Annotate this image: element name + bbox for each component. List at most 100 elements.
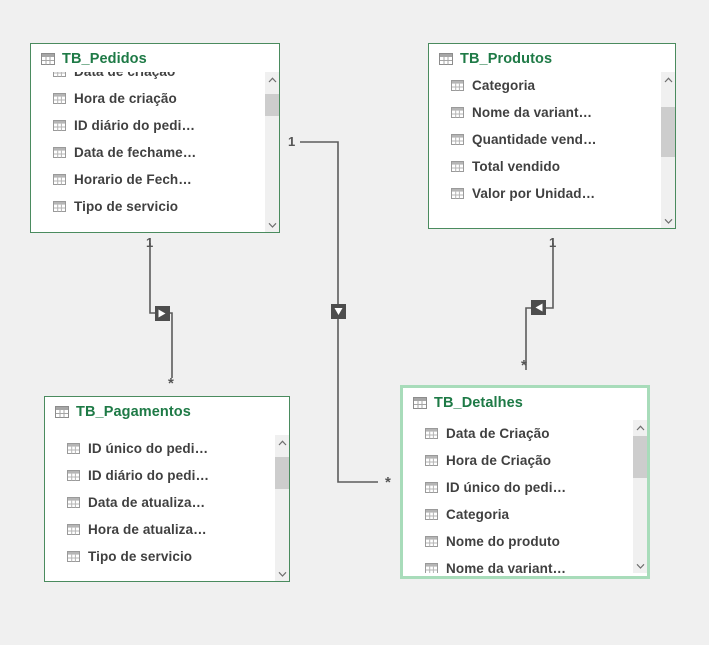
- scroll-down-button[interactable]: [661, 213, 675, 228]
- field-grid-icon: [67, 443, 80, 454]
- field-row[interactable]: Data de Criação: [403, 420, 629, 447]
- chevron-up-icon: [278, 439, 287, 445]
- field-label: Categoria: [472, 78, 536, 93]
- field-label: Horario de Fech…: [74, 172, 192, 187]
- field-row[interactable]: Valor por Unidad…: [429, 180, 659, 207]
- scroll-up-button[interactable]: [633, 420, 647, 435]
- field-row[interactable]: Categoria: [429, 72, 659, 99]
- scroll-up-button[interactable]: [661, 72, 675, 87]
- relationship-line-pedidos-detalhes[interactable]: [300, 141, 378, 483]
- scrollbar-tb-pedidos[interactable]: [264, 72, 279, 232]
- field-grid-icon: [53, 201, 66, 212]
- table-grid-icon: [439, 53, 453, 65]
- field-row[interactable]: Nome da variant…: [403, 555, 629, 573]
- chevron-up-icon: [268, 76, 277, 82]
- field-row[interactable]: Hora de criação: [31, 85, 263, 112]
- field-row[interactable]: Total vendido: [429, 153, 659, 180]
- field-list-viewport-tb-produtos: Categoria Nome da variant…: [429, 72, 659, 228]
- table-header-tb-detalhes[interactable]: TB_Detalhes: [403, 388, 647, 413]
- chevron-up-icon: [636, 424, 645, 430]
- chevron-down-icon: [664, 218, 673, 224]
- field-grid-icon: [53, 174, 66, 185]
- field-label: Data de fechame…: [74, 145, 197, 160]
- table-card-tb-pedidos[interactable]: TB_Pedidos Data de criação: [30, 43, 280, 233]
- relationship-line-pedidos-pagamentos[interactable]: [149, 243, 173, 378]
- scroll-up-button[interactable]: [275, 435, 289, 450]
- field-label: Nome da variant…: [472, 105, 593, 120]
- scrollbar-thumb[interactable]: [275, 457, 289, 489]
- field-row[interactable]: Hora de Criação: [403, 447, 629, 474]
- field-row[interactable]: Hora de atualiza…: [45, 516, 273, 543]
- field-label: ID único do pedi…: [446, 480, 567, 495]
- relationship-line-produtos-detalhes[interactable]: [525, 243, 554, 370]
- table-card-tb-pagamentos[interactable]: TB_Pagamentos ID único do pedi…: [44, 396, 290, 582]
- scroll-up-button[interactable]: [265, 72, 279, 87]
- field-grid-icon: [451, 188, 464, 199]
- field-grid-icon: [67, 524, 80, 535]
- table-card-tb-produtos[interactable]: TB_Produtos Categoria: [428, 43, 676, 229]
- field-list-viewport-tb-pedidos: Data de criação Hora de criação: [31, 72, 263, 232]
- field-grid-icon: [451, 107, 464, 118]
- scrollbar-thumb[interactable]: [661, 107, 675, 157]
- field-row[interactable]: Tipo de servicio: [31, 193, 263, 220]
- field-row[interactable]: Tipo de servicio: [45, 543, 273, 570]
- field-grid-icon: [425, 455, 438, 466]
- field-row[interactable]: Horario de Fech…: [31, 166, 263, 193]
- scroll-down-button[interactable]: [265, 217, 279, 232]
- field-grid-icon: [451, 80, 464, 91]
- field-label: Tipo de servicio: [88, 549, 193, 564]
- table-header-tb-pagamentos[interactable]: TB_Pagamentos: [45, 397, 289, 422]
- scrollbar-tb-pagamentos[interactable]: [274, 435, 289, 581]
- scrollbar-thumb[interactable]: [633, 436, 647, 478]
- field-label: Tipo de servicio: [74, 199, 179, 214]
- field-label: Data de atualiza…: [88, 495, 206, 510]
- field-label: Hora de Criação: [446, 453, 552, 468]
- field-list: Data de criação Hora de criação: [31, 72, 263, 220]
- scrollbar-tb-detalhes[interactable]: [632, 420, 647, 573]
- relationship-arrow-icon[interactable]: [155, 306, 170, 321]
- field-row[interactable]: Data de atualiza…: [45, 489, 273, 516]
- field-label: Nome da variant…: [446, 561, 567, 573]
- field-label: Quantidade vend…: [472, 132, 597, 147]
- field-grid-icon: [67, 497, 80, 508]
- chevron-down-icon: [268, 222, 277, 228]
- cardinality-label-produtos-detalhes-many: *: [521, 357, 527, 374]
- table-title: TB_Pedidos: [62, 51, 147, 67]
- chevron-down-icon: [636, 563, 645, 569]
- scrollbar-tb-produtos[interactable]: [660, 72, 675, 228]
- scrollbar-thumb[interactable]: [265, 94, 279, 116]
- table-grid-icon: [413, 397, 427, 409]
- relationship-arrow-icon[interactable]: [331, 304, 346, 319]
- field-grid-icon: [451, 161, 464, 172]
- field-label: Data de Criação: [446, 426, 550, 441]
- field-label: ID único do pedi…: [88, 441, 209, 456]
- scroll-down-button[interactable]: [275, 566, 289, 581]
- field-label: Hora de criação: [74, 91, 177, 106]
- field-list: Categoria Nome da variant…: [429, 72, 659, 207]
- field-row[interactable]: Categoria: [403, 501, 629, 528]
- field-grid-icon: [425, 536, 438, 547]
- field-grid-icon: [425, 428, 438, 439]
- field-row[interactable]: ID único do pedi…: [45, 435, 273, 462]
- field-label: ID diário do pedi…: [74, 118, 196, 133]
- field-row[interactable]: ID único do pedi…: [403, 474, 629, 501]
- field-list: Data de Criação Hora de Criação: [403, 420, 629, 573]
- field-row[interactable]: Quantidade vend…: [429, 126, 659, 153]
- table-title: TB_Detalhes: [434, 395, 523, 411]
- field-grid-icon: [53, 147, 66, 158]
- field-row[interactable]: ID diário do pedi…: [45, 462, 273, 489]
- table-card-tb-detalhes[interactable]: TB_Detalhes Data de Criação: [400, 385, 650, 579]
- table-header-tb-pedidos[interactable]: TB_Pedidos: [31, 44, 279, 69]
- table-header-tb-produtos[interactable]: TB_Produtos: [429, 44, 675, 69]
- cardinality-label-pedidos-pagamentos-one: 1: [146, 235, 154, 250]
- field-row[interactable]: ID diário do pedi…: [31, 112, 263, 139]
- cardinality-label-pedidos-detalhes-many: *: [385, 474, 391, 491]
- scroll-down-button[interactable]: [633, 558, 647, 573]
- field-row[interactable]: Data de fechame…: [31, 139, 263, 166]
- field-row[interactable]: Data de criação: [31, 72, 263, 85]
- field-row[interactable]: Nome da variant…: [429, 99, 659, 126]
- relationship-arrow-icon[interactable]: [531, 300, 546, 315]
- table-grid-icon: [55, 406, 69, 418]
- field-row[interactable]: Nome do produto: [403, 528, 629, 555]
